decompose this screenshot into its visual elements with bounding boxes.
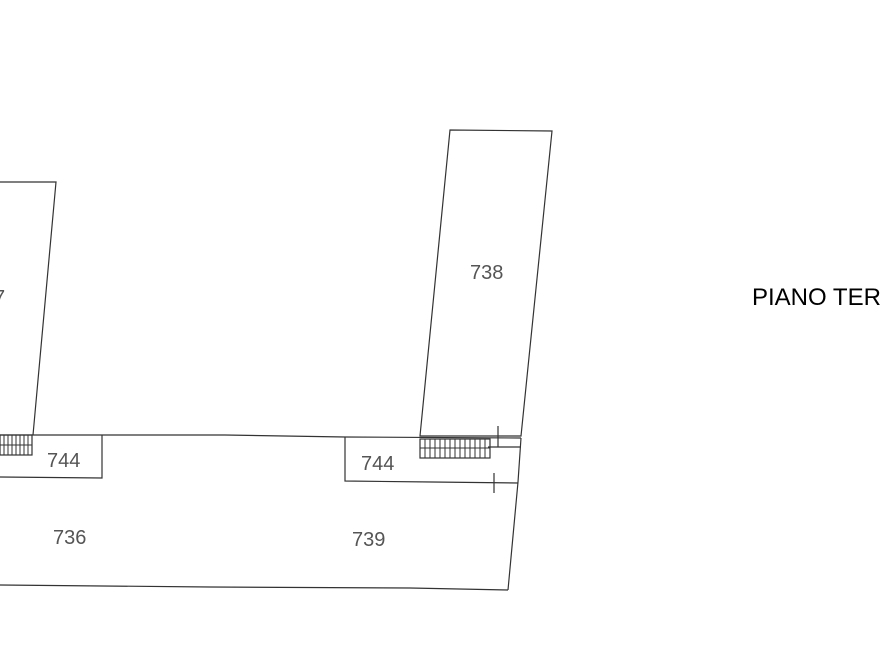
label-738: 738 <box>470 262 503 284</box>
label-744-left: 744 <box>47 450 80 472</box>
left-building-outline <box>0 181 57 436</box>
label-736: 736 <box>53 527 86 549</box>
box-744-left-outline <box>0 435 103 479</box>
label-739: 739 <box>352 529 385 551</box>
box-744-right-outline <box>344 437 519 484</box>
floor-title: PIANO TER <box>752 284 881 311</box>
left-hatched-stair <box>0 434 33 456</box>
right-hatched-stair <box>419 438 491 459</box>
building-738-outline <box>419 129 553 437</box>
main-outline-right <box>507 437 522 591</box>
main-outline-top <box>0 434 522 439</box>
partial-label-left: 7 <box>0 287 5 309</box>
label-744-right: 744 <box>361 453 394 475</box>
main-outline-bottom <box>0 584 509 591</box>
